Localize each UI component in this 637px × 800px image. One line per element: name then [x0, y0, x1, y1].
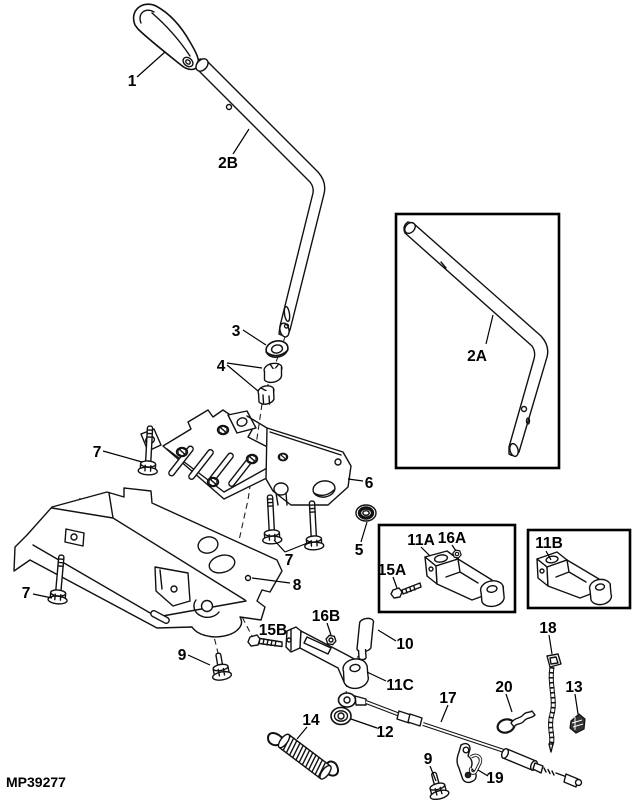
callout-17: 17	[439, 690, 456, 707]
shift-lever-upper-part	[195, 58, 326, 338]
slotted-plate-part	[140, 409, 284, 500]
callout-12: 12	[376, 724, 393, 741]
callout-leader-lines	[32, 51, 579, 782]
callout-11a: 11A	[407, 532, 435, 549]
small-clip-part	[569, 713, 586, 734]
callout-7-upper: 7	[93, 444, 102, 461]
callout-16b: 16B	[312, 608, 340, 625]
spring-part	[267, 732, 339, 780]
rod-end-washer-parts	[330, 692, 367, 726]
callout-1: 1	[128, 73, 137, 90]
pivot-arm-assembly	[247, 617, 375, 690]
inset-box-lever-2a	[394, 212, 561, 470]
figure-code-label: MP39277	[6, 774, 66, 790]
callout-3: 3	[232, 323, 241, 340]
callout-10: 10	[396, 636, 413, 653]
callout-11b: 11B	[535, 535, 563, 552]
inset-box-arm-11a	[377, 523, 517, 614]
callout-2b: 2B	[218, 155, 238, 172]
callout-labels: 1 2B 2A 3 4 5 6 7 7 7 8 9 9 10 11A 11B 1…	[6, 73, 583, 790]
callout-7-pair: 7	[285, 552, 294, 569]
washer-bushings-parts	[257, 340, 289, 405]
cable-tie-part	[546, 653, 562, 753]
callout-7-lower: 7	[22, 585, 31, 602]
cable-bracket-part	[423, 742, 483, 800]
callout-16a: 16A	[438, 530, 466, 547]
callout-13: 13	[565, 679, 583, 696]
callout-2a: 2A	[467, 348, 487, 365]
shift-knob-part	[132, 3, 200, 71]
control-cable-part	[365, 700, 583, 788]
callout-4: 4	[217, 358, 226, 375]
callout-9-plate: 9	[178, 647, 187, 664]
callout-11c: 11C	[386, 677, 414, 694]
callout-18: 18	[539, 620, 557, 637]
callout-15a: 15A	[378, 562, 406, 579]
callout-8: 8	[293, 577, 302, 594]
hairpin-clip-part	[496, 710, 536, 734]
callout-14: 14	[302, 712, 320, 729]
inset-box-arm-11b	[526, 528, 632, 610]
callout-5: 5	[355, 542, 364, 559]
grommet-part	[355, 504, 377, 522]
callout-20: 20	[495, 679, 512, 696]
bracket-part	[246, 415, 352, 506]
callout-15b: 15B	[259, 622, 287, 639]
callout-19: 19	[486, 770, 504, 787]
callout-9-cable: 9	[424, 751, 433, 768]
mounting-plate-part	[13, 487, 283, 638]
callout-6: 6	[365, 475, 374, 492]
